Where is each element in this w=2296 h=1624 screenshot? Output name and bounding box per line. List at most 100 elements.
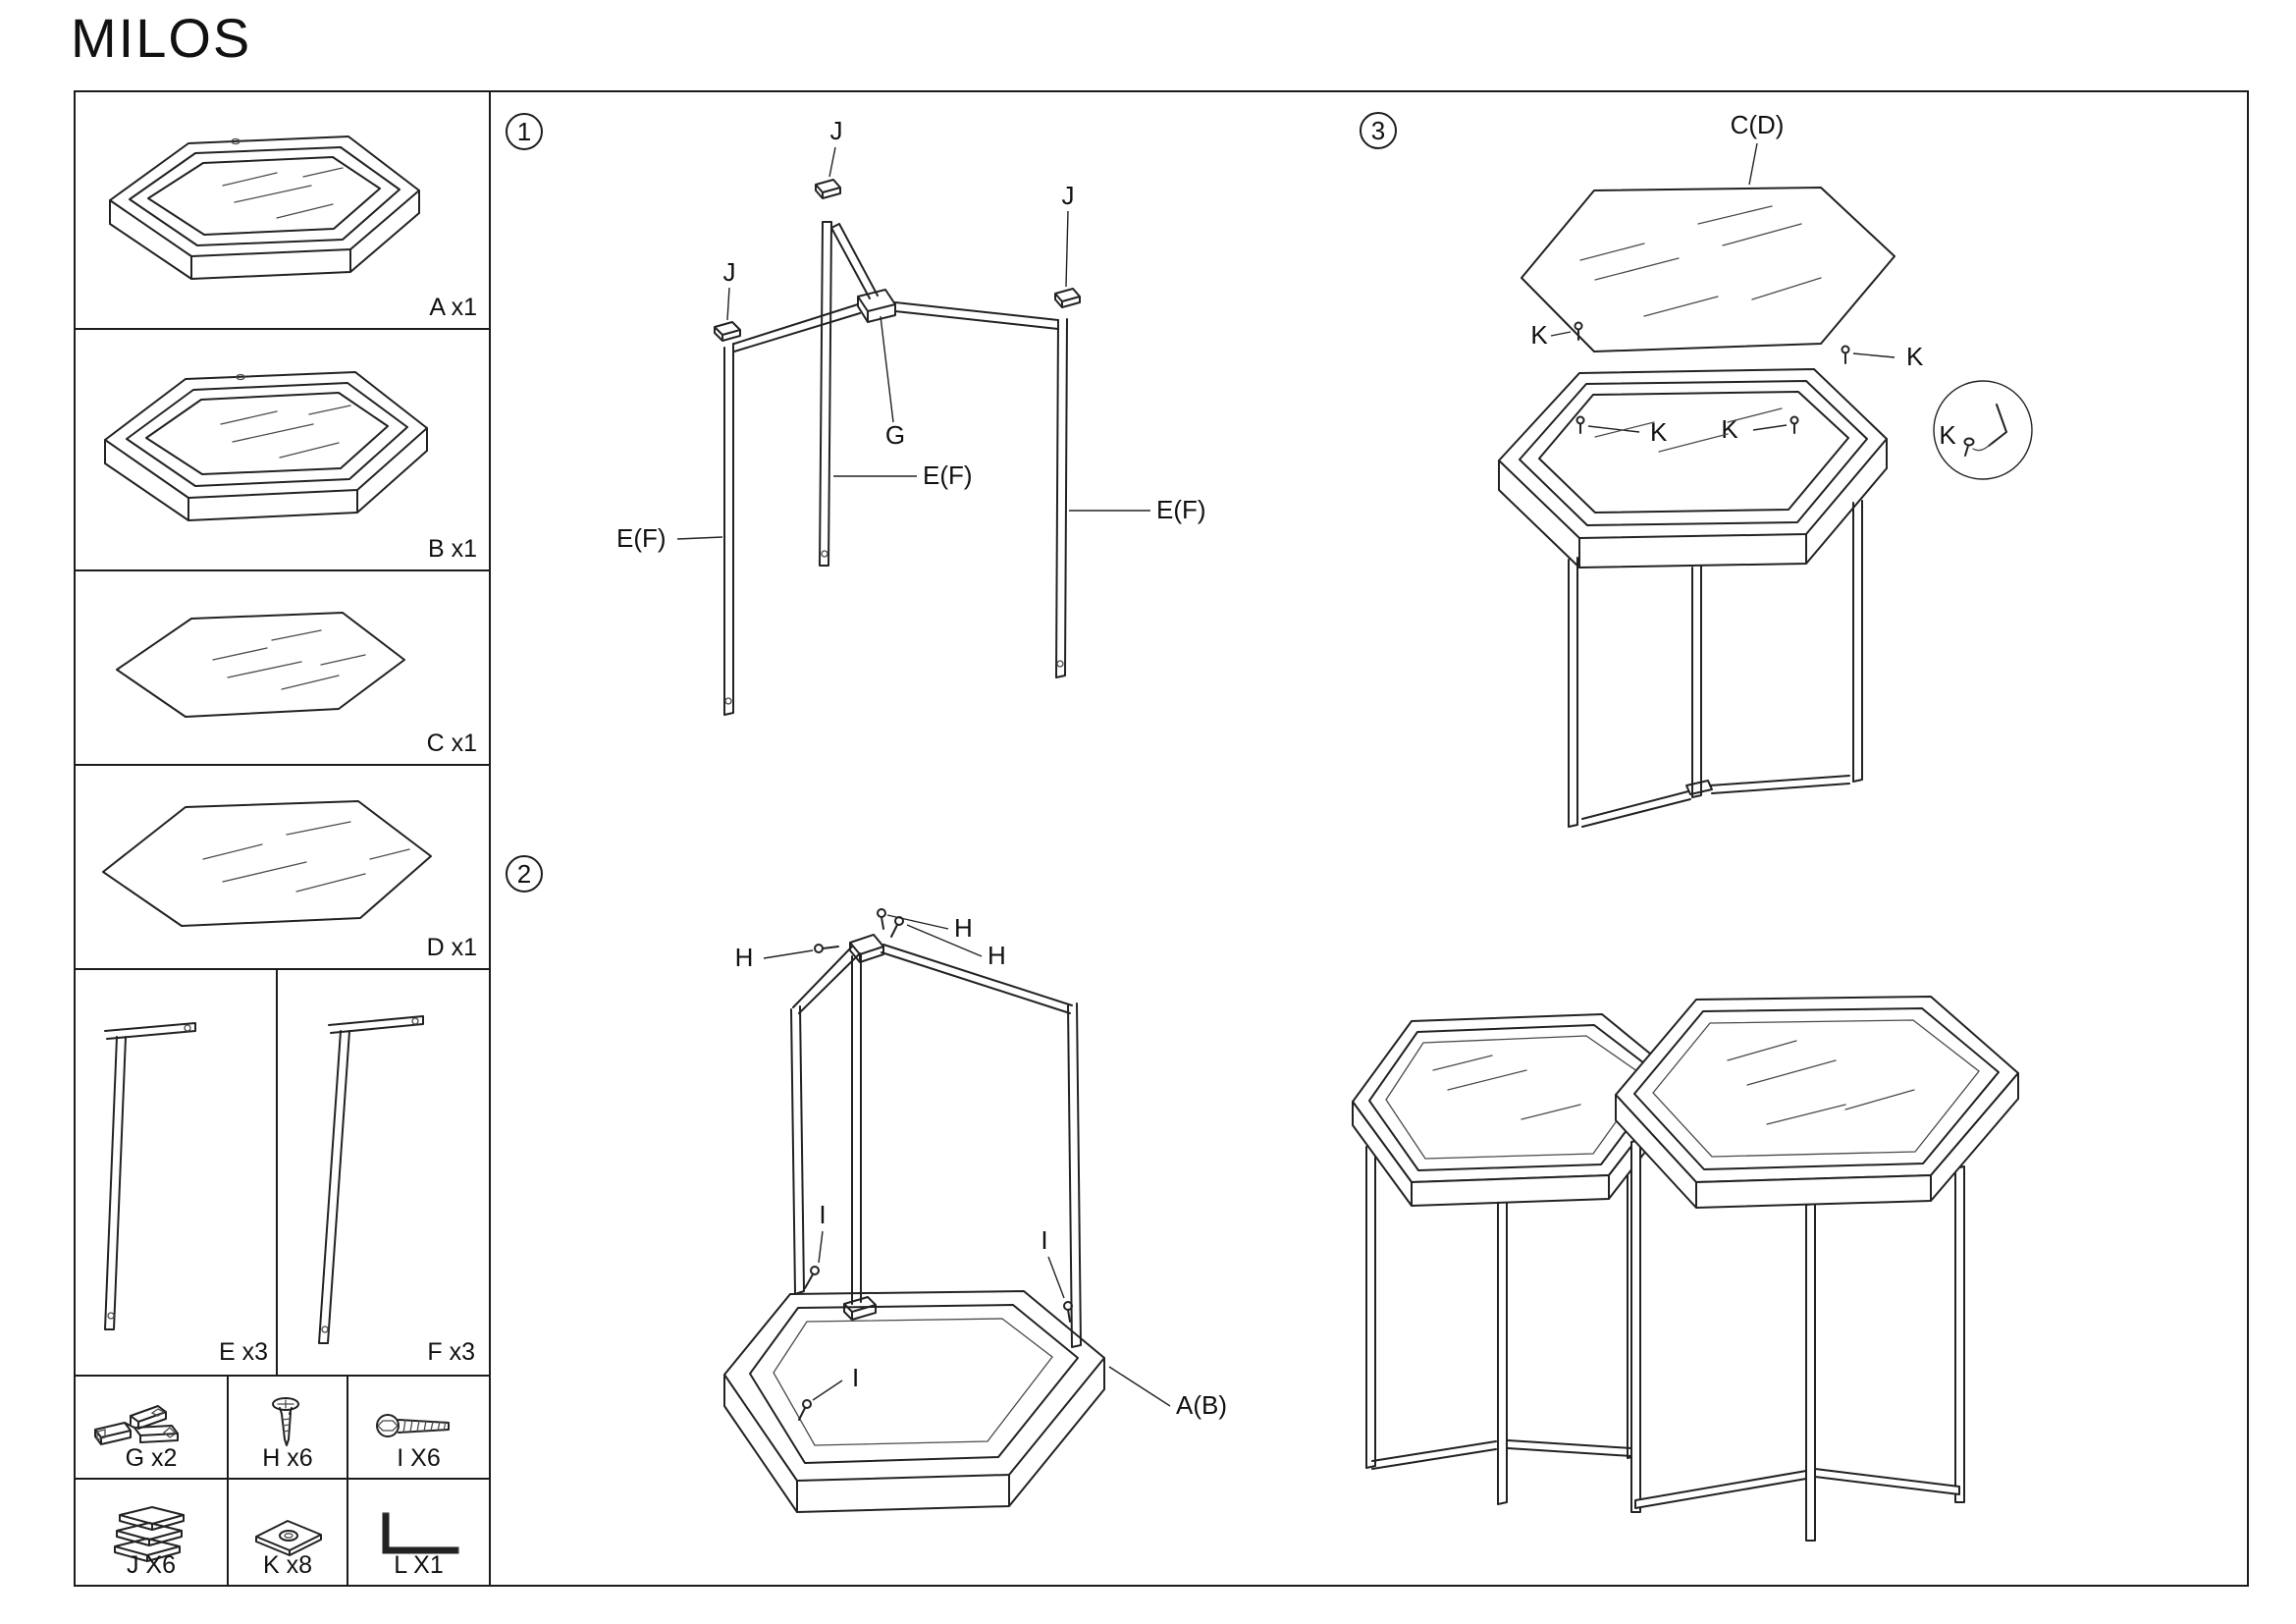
part-i-drawing: [376, 1414, 450, 1437]
step-1-marker: 1: [506, 113, 543, 150]
three-way-connector-icon: [94, 1405, 179, 1445]
h-screws: [814, 908, 904, 953]
part-c-label: C x1: [426, 730, 477, 757]
label-ef-mid: E(F): [923, 460, 973, 490]
table-small: [1352, 1013, 1683, 1505]
label-k-detail: K: [1939, 420, 1956, 450]
label-cd: C(D): [1731, 110, 1785, 139]
part-c-drawing: [116, 612, 405, 718]
hex-base: [723, 1290, 1105, 1513]
label-k1: K: [1530, 320, 1548, 350]
parts-cell-e: E x3: [74, 968, 278, 1377]
part-l-label: L X1: [394, 1551, 444, 1579]
label-j-top: J: [830, 116, 843, 145]
label-ab: A(B): [1176, 1390, 1227, 1420]
screw-hole: [236, 373, 245, 381]
label-h-left: H: [735, 943, 754, 972]
part-a-label: A x1: [429, 294, 477, 321]
framed-tabletop: [1498, 368, 1888, 568]
part-h-label: H x6: [262, 1444, 313, 1472]
cap-right: [1054, 210, 1081, 308]
part-h-drawing: [272, 1397, 299, 1446]
parts-cell-d: D x1: [74, 764, 491, 970]
label-ef-right: E(F): [1156, 495, 1206, 524]
part-g-label: G x2: [125, 1444, 178, 1472]
table-large: [1615, 996, 2019, 1542]
cap-left: [714, 287, 741, 342]
page-title: MILOS: [71, 7, 252, 69]
leg-part: [104, 1022, 196, 1330]
part-d-drawing: [102, 800, 432, 927]
label-j-right: J: [1062, 181, 1075, 210]
final-assembly-drawing: [1352, 996, 2019, 1542]
part-b-label: B x1: [427, 535, 477, 563]
tripod-legs: [1568, 500, 1863, 828]
corner-connector: [857, 289, 896, 323]
part-a-drawing: [109, 135, 420, 280]
label-h-right: H: [988, 941, 1006, 970]
part-k-drawing: [255, 1520, 322, 1556]
part-e-label: E x3: [218, 1338, 268, 1366]
k-screws: [1574, 321, 1850, 434]
right-leg: [894, 301, 1068, 678]
label-i-right: I: [1041, 1225, 1047, 1255]
step-2-number: 2: [516, 858, 532, 889]
label-h-top: H: [954, 913, 973, 943]
hex-tabletop-framed: [109, 135, 420, 280]
part-f-drawing: [318, 1015, 424, 1344]
step-3-number: 3: [1370, 115, 1386, 145]
parts-cell-g: G x2: [74, 1375, 229, 1480]
label-g: G: [885, 420, 905, 450]
left-leg: [723, 303, 861, 716]
parts-cell-h: H x6: [227, 1375, 348, 1480]
part-b-drawing: [104, 371, 428, 521]
middle-leg: [843, 953, 877, 1321]
part-j-label: J X6: [126, 1551, 177, 1579]
label-i-left: I: [819, 1200, 826, 1229]
parts-cell-b: B x1: [74, 328, 491, 571]
washer-plate-icon: [255, 1520, 322, 1556]
middle-leg: [819, 221, 879, 567]
label-i-mid: I: [852, 1363, 859, 1392]
right-leg: [881, 944, 1082, 1348]
part-e-drawing: [104, 1022, 196, 1330]
allen-key-icon: [1988, 404, 2007, 447]
detail-circle: K: [1933, 380, 2033, 480]
hex-glass-panel: [102, 800, 432, 927]
parts-cell-f: F x3: [276, 968, 491, 1377]
parts-cell-i: I X6: [347, 1375, 491, 1480]
step3-diagram: C(D) K K K K: [1498, 110, 2033, 828]
part-l-drawing: [382, 1512, 459, 1554]
label-k2: K: [1906, 342, 1924, 371]
label-ef-left: E(F): [616, 523, 667, 553]
allen-key-icon: [382, 1512, 459, 1554]
leg-part: [318, 1015, 424, 1344]
step-2-marker: 2: [506, 855, 543, 893]
parts-cell-k: K x8: [227, 1478, 348, 1587]
label-k4: K: [1721, 414, 1738, 444]
parts-cell-c: C x1: [74, 569, 491, 766]
part-i-label: I X6: [397, 1444, 441, 1472]
part-k-label: K x8: [262, 1551, 313, 1579]
left-leg: [790, 946, 861, 1295]
step2-diagram: H H H I I I A(B): [723, 908, 1227, 1513]
step-3-marker: 3: [1360, 112, 1397, 149]
screw-hole: [231, 137, 240, 145]
part-d-label: D x1: [426, 934, 477, 961]
step1-diagram: J J J G E(F) E(F) E(F): [616, 116, 1206, 716]
screw-icon: [272, 1397, 299, 1446]
label-k3: K: [1650, 417, 1668, 447]
part-j-drawing: [114, 1506, 185, 1562]
parts-cell-l: L X1: [347, 1478, 491, 1587]
bolt-icon: [376, 1414, 450, 1437]
label-j-left: J: [723, 257, 736, 287]
cap-middle: [815, 146, 841, 199]
cap-stack-icon: [114, 1506, 185, 1562]
hex-glass-panel: [116, 612, 405, 718]
step-1-number: 1: [516, 116, 532, 146]
i-screws: [798, 1266, 1073, 1421]
hex-tabletop-framed: [104, 371, 428, 521]
parts-cell-j: J X6: [74, 1478, 229, 1587]
part-f-label: F x3: [427, 1338, 475, 1366]
